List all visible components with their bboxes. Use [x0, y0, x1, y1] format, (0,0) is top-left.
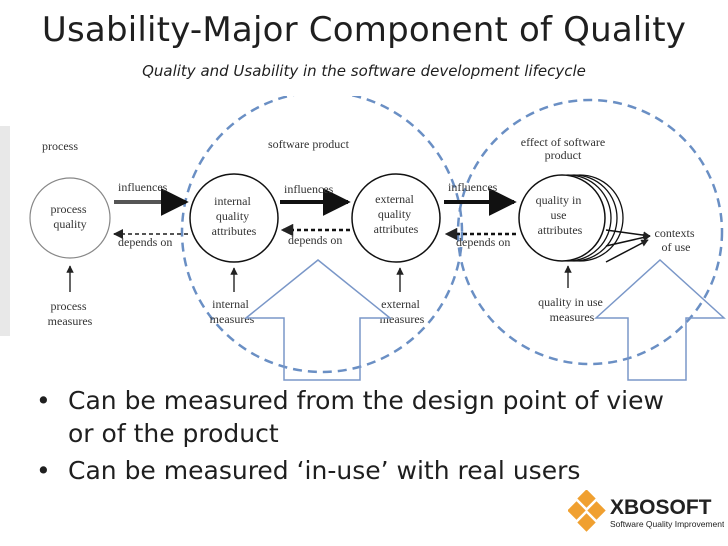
quality-in-use-measures-label: quality in use measures	[538, 295, 606, 324]
design-up-arrow	[243, 259, 393, 381]
influences-label-2: influences	[284, 182, 334, 196]
context-arrow-3	[605, 239, 649, 263]
process-quality-node	[29, 177, 111, 259]
depends-on-label-3: depends on	[456, 235, 510, 249]
process-measures-label: process measures	[48, 299, 93, 328]
bullet-list: • Can be measured from the design point …	[30, 384, 670, 491]
software-product-section-label: software product	[268, 137, 350, 151]
context-arrow-2	[605, 233, 651, 247]
internal-quality-node	[189, 173, 279, 263]
process-quality-label: process quality	[51, 202, 90, 231]
process-section-label: process	[42, 139, 78, 153]
slide-title: Usability-Major Component of Quality	[41, 10, 687, 50]
software-product-dashed-circle	[180, 96, 464, 374]
effect-section-label-2: product	[545, 148, 582, 162]
internal-quality-label: internal quality attributes	[212, 194, 257, 238]
background-band	[0, 126, 10, 336]
quality-in-use-node	[518, 174, 606, 262]
bullet-dot: •	[36, 386, 51, 415]
bullet-item: • Can be measured ‘in-use’ with real use…	[30, 454, 670, 487]
internal-measures-label: internal measures	[210, 297, 255, 326]
influences-label-1: influences	[118, 180, 168, 194]
external-quality-node	[351, 173, 441, 263]
effect-section-label-1: effect of software	[521, 135, 605, 149]
bullet-text: Can be measured from the design point of…	[68, 386, 664, 448]
quality-in-use-label: quality in use attributes	[536, 193, 585, 237]
logo-name: XBOSOFT	[610, 496, 712, 519]
depends-on-label-2: depends on	[288, 233, 342, 247]
bullet-text: Can be measured ‘in-use’ with real users	[68, 456, 581, 485]
xbosoft-logo: XBOSOFT Software Quality Improvement	[568, 490, 724, 532]
logo-mark-icon	[568, 490, 606, 532]
bullet-item: • Can be measured from the design point …	[30, 384, 670, 450]
quality-in-use-dashed-circle	[456, 98, 724, 366]
depends-on-label-1: depends on	[118, 235, 172, 249]
slide-subtitle: Quality and Usability in the software de…	[142, 62, 586, 80]
bullet-dot: •	[36, 456, 51, 485]
in-use-up-arrow	[594, 258, 726, 381]
influences-label-3: influences	[448, 180, 498, 194]
logo-tagline: Software Quality Improvement	[610, 519, 724, 529]
contexts-of-use-label: contexts of use	[655, 226, 698, 254]
external-measures-label: external measures	[380, 297, 425, 326]
external-quality-label: external quality attributes	[374, 192, 419, 236]
quality-lifecycle-diagram: process software product effect of softw…	[0, 96, 726, 381]
